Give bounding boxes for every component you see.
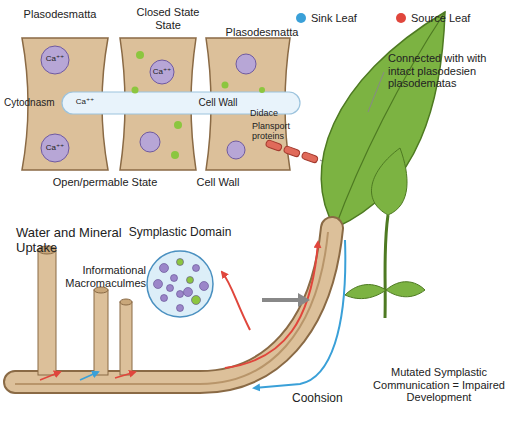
- macromolecule-dot: [184, 287, 193, 296]
- stem-inner-line: [15, 232, 328, 384]
- green-dot: [132, 87, 139, 94]
- ion-vesicle: [236, 54, 256, 74]
- flow-arrow: [80, 372, 98, 380]
- sink-flow-arrow: [254, 240, 345, 388]
- part-label: Informational Macromaculmes: [58, 264, 146, 289]
- legend-swatch: [296, 13, 306, 23]
- note-text: Mutated Symplastic Communication = Impai…: [372, 366, 506, 404]
- part-label: Cell Wall: [186, 176, 250, 189]
- source-flow-arrow: [222, 272, 250, 330]
- stem-root: [15, 228, 332, 382]
- macromolecule-dot: [192, 295, 201, 304]
- macromolecule-dot: [154, 279, 163, 288]
- legend-text: Source Leaf: [411, 12, 470, 24]
- transport-protein: [283, 145, 300, 157]
- legend-item: Sink Leaf: [296, 12, 357, 24]
- state-label: Open/permable State: [45, 176, 165, 189]
- part-label: Plasodesmatta: [222, 26, 302, 39]
- macromolecule-dot: [171, 274, 178, 281]
- flow-arrow: [115, 372, 135, 378]
- leaf-vein: [335, 12, 445, 228]
- ion-vesicle: [41, 134, 69, 162]
- part-label: Cytodnasm: [4, 97, 62, 109]
- macromolecule-dot: [160, 263, 169, 272]
- callout-text: Connected with with intact plasodesien p…: [388, 52, 506, 90]
- macromolecule-dot: [161, 294, 168, 301]
- root-hair-top: [120, 299, 132, 305]
- ion-label: Ca⁺⁺: [70, 97, 100, 106]
- root-hair: [94, 290, 108, 375]
- seedling-stem: [385, 215, 388, 318]
- green-dot: [174, 121, 182, 129]
- flow-arrow: [40, 372, 60, 380]
- legend-item: Source Leaf: [396, 12, 470, 24]
- green-dot: [136, 51, 144, 59]
- seedling-leaf: [386, 282, 425, 297]
- ion-label: Ca⁺⁺: [40, 54, 70, 63]
- macromolecule-dot: [193, 264, 200, 271]
- ion-vesicle: [227, 141, 245, 159]
- green-dot: [259, 87, 265, 93]
- macromolecule-dot: [177, 258, 184, 265]
- domain-outline: [147, 251, 213, 317]
- part-label: Didace: [250, 108, 290, 118]
- part-label: Coohsion: [292, 392, 362, 406]
- gray-arrow: [262, 298, 298, 302]
- domain-circle-shape: [120, 248, 240, 320]
- node-heading: Symplastic Domain: [120, 226, 240, 240]
- macromolecule-dot: [177, 290, 184, 297]
- macromolecule-dot: [177, 304, 184, 311]
- transport-protein: [301, 151, 318, 163]
- green-dot: [171, 151, 179, 159]
- gray-arrow-head: [298, 293, 310, 307]
- domain-circle: Symplastic Domain: [120, 226, 240, 326]
- root-hair: [38, 250, 56, 375]
- source-leaf: [321, 12, 445, 228]
- ion-label: Ca⁺⁺: [40, 143, 70, 152]
- green-dot: [222, 82, 229, 89]
- ion-vesicle: [41, 46, 69, 74]
- part-label: Plansport proteins: [252, 121, 304, 142]
- part-label: Plasodesmatta: [10, 8, 110, 21]
- root-hair: [120, 302, 132, 375]
- macromolecule-dot: [167, 284, 174, 291]
- ion-label: Ca⁺⁺: [147, 67, 177, 76]
- ion-vesicle: [140, 132, 160, 152]
- macromolecule-dot: [187, 276, 194, 283]
- seedling-leaf: [345, 285, 386, 299]
- part-label: Cell Wall: [188, 97, 248, 109]
- state-label: Closed State State: [128, 6, 208, 31]
- stem-root-outline: [15, 228, 332, 382]
- leader-line: [368, 72, 384, 112]
- legend-text: Sink Leaf: [311, 12, 357, 24]
- macromolecule-dot: [200, 281, 209, 290]
- seedling-leaf: [371, 148, 407, 215]
- legend-swatch: [396, 13, 406, 23]
